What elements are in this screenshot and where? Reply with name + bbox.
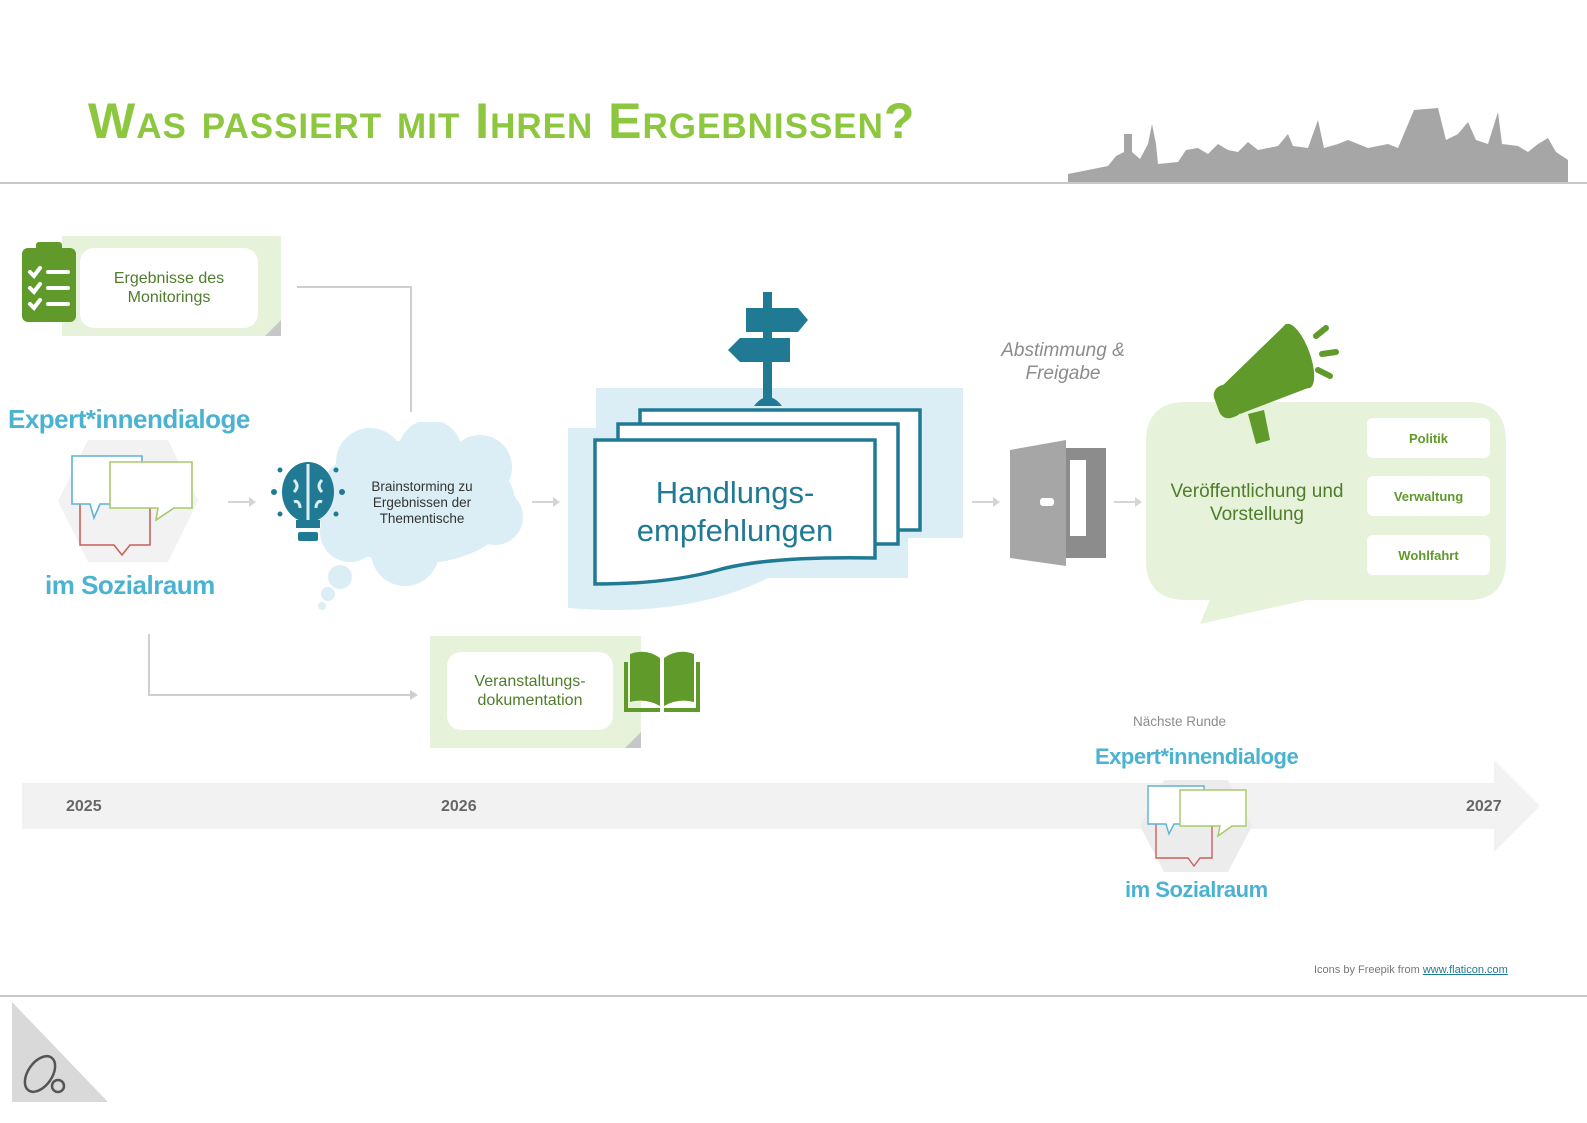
timeline-bar: [22, 783, 1497, 829]
expert-dialog-title: Expert*innendialoge: [8, 404, 250, 434]
brain-lightbulb-icon: [271, 462, 345, 541]
brainstorming-label: Brainstorming zu Ergebnissen der Thement…: [371, 479, 473, 526]
footer-divider: [0, 995, 1587, 997]
recommendations-documents: [568, 292, 963, 610]
target-verwaltung: Verwaltung: [1367, 476, 1490, 516]
target-wohlfahrt: Wohlfahrt: [1367, 535, 1490, 575]
connector-monitoring-to-brainstorm: [297, 286, 412, 412]
recommendations-label: Handlungs-empfehlungen: [600, 474, 870, 550]
recommendations-line1: Handlungs-: [655, 475, 815, 510]
page-title: Was passiert mit Ihren Ergebnissen?: [88, 93, 916, 149]
flow-arrow: [1114, 497, 1142, 507]
year-2026: 2026: [441, 798, 477, 815]
signpost-icon: [728, 292, 808, 406]
thought-cloud: [315, 422, 523, 610]
connector-dialog-to-documentation: [148, 634, 413, 696]
next-round-subtitle: im Sozialraum: [1125, 877, 1268, 902]
expert-dialog-subtitle: im Sozialraum: [45, 570, 215, 600]
speech-bubbles-icon: [1140, 780, 1252, 872]
flow-arrow: [228, 497, 256, 507]
next-round-title: Expert*innendialoge: [1095, 744, 1299, 769]
logo-icon: [12, 1002, 108, 1102]
clipboard-checklist-icon: [22, 242, 76, 322]
flow-arrow: [972, 497, 1000, 507]
approval-line2: Freigabe: [1025, 363, 1101, 384]
approval-line1: Abstimmung &: [1001, 340, 1125, 361]
city-skyline-icon: [1068, 108, 1568, 184]
speech-bubbles-icon: [58, 440, 198, 562]
year-2025: 2025: [66, 798, 102, 815]
open-door-icon: [1010, 440, 1106, 566]
recommendations-line2: empfehlungen: [636, 513, 834, 548]
header-divider: [0, 182, 1587, 184]
arrowhead: [410, 690, 418, 700]
megaphone-icon: [1213, 323, 1339, 444]
flaticon-link[interactable]: www.flaticon.com: [1422, 964, 1508, 976]
flow-arrow: [532, 497, 560, 507]
monitoring-label: Ergebnisse des Monitorings: [80, 248, 258, 328]
documentation-label: Veranstaltungs-dokumentation: [447, 652, 613, 730]
publication-label: Veröffentlichung und Vorstellung: [1170, 481, 1344, 525]
timeline-arrowhead: [1494, 760, 1540, 852]
target-politik: Politik: [1367, 418, 1490, 458]
approval-label: Abstimmung &Freigabe: [980, 339, 1146, 385]
open-book-icon: [624, 651, 700, 712]
icon-credit: Icons by Freepik from www.flaticon.com: [1314, 964, 1508, 976]
credit-text: Icons by Freepik from: [1314, 964, 1423, 976]
next-round-label: Nächste Runde: [1133, 714, 1227, 729]
year-2027: 2027: [1466, 798, 1502, 815]
